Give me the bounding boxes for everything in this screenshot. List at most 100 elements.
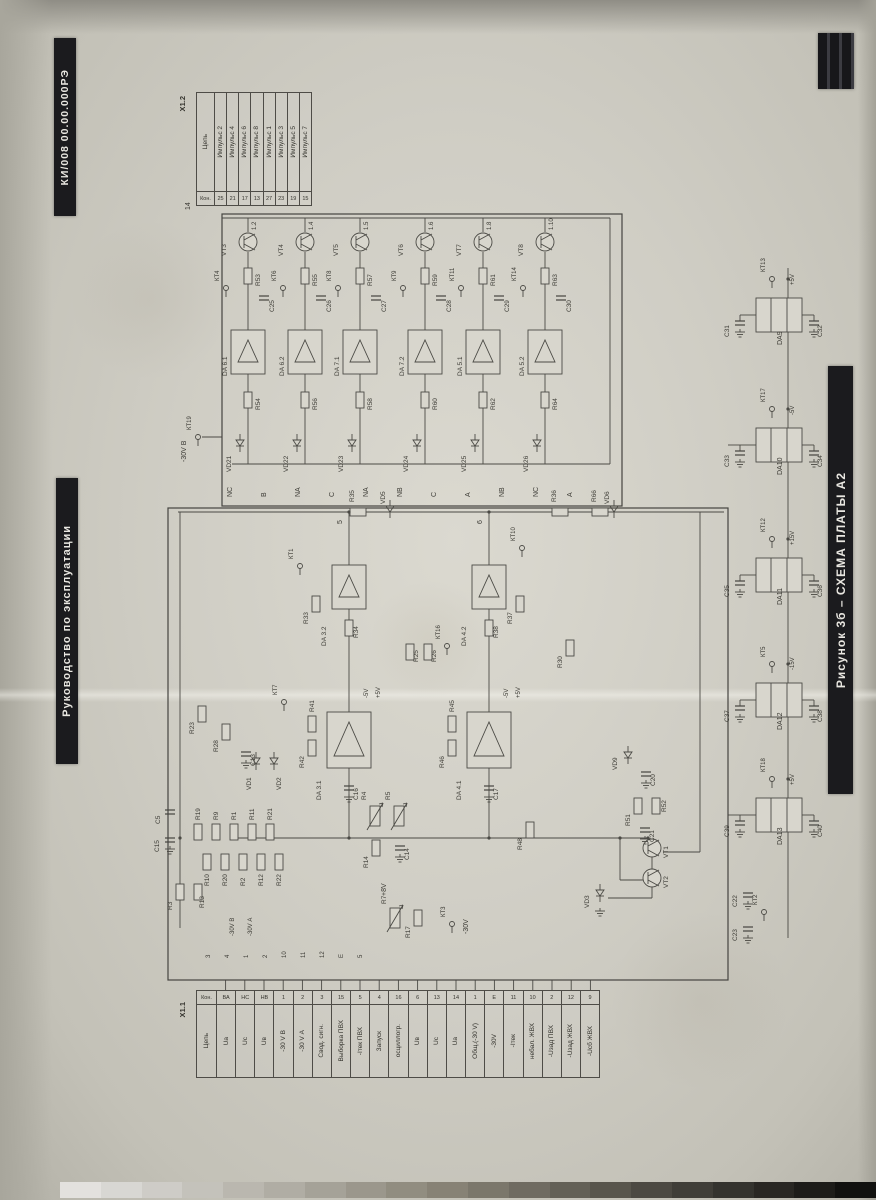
circuit-label: Импульс 1 — [265, 126, 273, 158]
circuit-label: небал. ЖВХ — [529, 1022, 537, 1060]
circuit-label: -Uзад ЖВХ — [567, 1024, 575, 1058]
circuit-cell: -30V — [485, 1005, 503, 1077]
circuit-cell: -30 V В — [274, 1005, 292, 1077]
pin-cell: 15 — [299, 191, 311, 205]
pin-cell: 13 — [251, 191, 263, 205]
circuit-cell: -30 V А — [294, 1005, 312, 1077]
table-header-cell: Цепь — [197, 93, 214, 191]
calibration-step — [386, 1182, 428, 1198]
x11-title: X1.1 — [178, 1002, 187, 1018]
circuit-cell: Импульс 5 — [288, 93, 299, 191]
calibration-step — [345, 1182, 387, 1198]
calibration-step — [631, 1182, 672, 1198]
circuit-label: Импульс 3 — [277, 126, 285, 158]
calibration-step — [141, 1182, 183, 1198]
circuit-label: Импульс 6 — [241, 126, 249, 158]
connector-column: Импульс 3 23 — [275, 93, 288, 205]
pin-cell: НВ — [255, 991, 274, 1005]
circuit-cell: Импульс 2 — [215, 93, 226, 191]
doc-code-bar: КИ/008 00.00.000РЭ — [54, 38, 76, 216]
circuit-cell: -Iтек — [504, 1005, 522, 1077]
pin-cell: 2 — [293, 991, 312, 1005]
pin-cell: 15 — [331, 991, 351, 1005]
pin-cell: Е — [485, 991, 504, 1005]
calibration-step — [223, 1182, 264, 1198]
circuit-cell: Импульс 8 — [251, 93, 262, 191]
circuit-label: Свод. сигн. — [318, 1024, 326, 1058]
connector-column: 9-Uсб ЖВХ — [580, 991, 600, 1077]
circuit-label: Общ.(-30 V) — [471, 1023, 479, 1059]
circuit-cell: Запуск — [370, 1005, 388, 1077]
pin-cell: 1 — [274, 991, 293, 1005]
connector-column: НС Uс — [236, 991, 256, 1077]
pin-cell: 14 — [446, 991, 466, 1005]
table-header-cell: Цепь — [197, 1005, 216, 1077]
circuit-cell: -Iтек ПВХ — [351, 1005, 369, 1077]
manual-title-text: Руководство по эксплуатации — [61, 525, 73, 717]
circuit-cell: Uв — [255, 1005, 273, 1077]
pin-cell: НС — [236, 991, 255, 1005]
pin-cell: 19 — [287, 191, 299, 205]
pin-cell: 27 — [263, 191, 275, 205]
circuit-cell: Uв — [409, 1005, 427, 1077]
circuit-label: осциллогр. — [394, 1024, 402, 1058]
pin-cell: 17 — [239, 191, 251, 205]
circuit-cell: Импульс 6 — [239, 93, 250, 191]
circuit-label: -Iтек ПВХ — [356, 1026, 364, 1056]
circuit-cell: Импульс 4 — [227, 93, 238, 191]
x12-title: X1.2 — [178, 96, 187, 112]
pin-cell: 2 — [542, 991, 561, 1005]
circuit-label: Uв — [260, 1036, 268, 1046]
circuit-label: Uв — [414, 1036, 422, 1046]
circuit-cell: -Uзад ЖВХ — [562, 1005, 580, 1077]
circuit-label: Импульс 7 — [301, 126, 309, 158]
calibration-step — [467, 1182, 509, 1198]
connector-column: 11-Iтек — [504, 991, 524, 1077]
connector-column: Импульс 6 17 — [239, 93, 252, 205]
circuit-cell: Импульс 1 — [264, 93, 275, 191]
circuit-label: -30 V В — [280, 1030, 288, 1052]
figure-caption-text: Рисунок 3б – СХЕМА ПЛАТЫ А2 — [833, 471, 848, 689]
calibration-step — [753, 1182, 795, 1198]
pin-cell: 25 — [215, 191, 227, 205]
circuit-cell: Общ.(-30 V) — [466, 1005, 484, 1077]
calibration-step — [100, 1182, 142, 1198]
calibration-step — [508, 1182, 550, 1198]
circuit-label: Uа — [452, 1036, 460, 1046]
circuit-cell: Импульс 3 — [276, 93, 287, 191]
pin-cell: 1 — [466, 991, 485, 1005]
circuit-label: Импульс 4 — [229, 126, 237, 158]
pin-cell: 23 — [275, 191, 287, 205]
calibration-step — [304, 1182, 346, 1198]
connector-column: 5 -Iтек ПВХ — [351, 991, 371, 1077]
pin-cell: 3 — [312, 991, 331, 1005]
circuit-label: Импульс 5 — [289, 126, 297, 158]
scan-shadow-left — [0, 0, 52, 1200]
calibration-step — [712, 1182, 754, 1198]
circuit-cell: Импульс 7 — [300, 93, 311, 191]
connector-column: 1 -30 V В — [274, 991, 294, 1077]
circuit-cell: Uа — [447, 1005, 465, 1077]
pin-cell: 11 — [504, 991, 523, 1005]
circuit-label: Uс — [241, 1037, 249, 1045]
circuit-cell: Выборка ПВХ — [332, 1005, 350, 1077]
connector-column: Е-30V — [485, 991, 505, 1077]
pin-cell: 9 — [580, 991, 600, 1005]
pin-cell: 10 — [523, 991, 542, 1005]
circuit-cell: осциллогр. — [389, 1005, 407, 1077]
circuit-cell: Свод. сигн. — [313, 1005, 331, 1077]
pin-cell: 13 — [427, 991, 446, 1005]
pin-cell: 5 — [351, 991, 370, 1005]
connector-column: 12-Uзад ЖВХ — [561, 991, 581, 1077]
